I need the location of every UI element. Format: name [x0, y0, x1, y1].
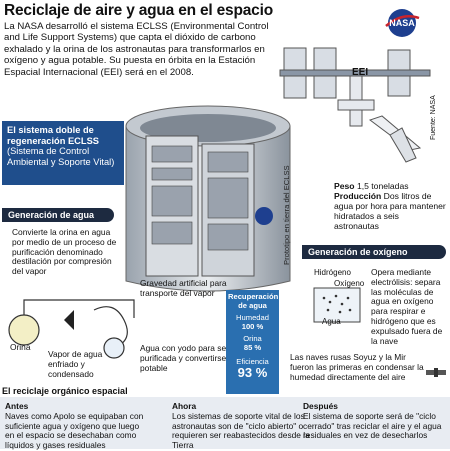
artificial-gravity-label: Gravedad artificial para transporte del …	[140, 278, 227, 298]
electrolysis-text: Opera mediante electrólisis: separa las …	[371, 267, 443, 346]
prototype-caption: Prototipo en tierra del ECLSS	[282, 165, 291, 265]
iodine-water-label: Agua con yodo para ser purificada y conv…	[140, 343, 238, 373]
organic-recycling-panel	[0, 397, 450, 449]
nasa-logo-text: NASA	[389, 18, 415, 28]
eclss-module-illustration	[125, 105, 291, 292]
electrolysis-water-label: Agua	[322, 317, 341, 326]
oxygen-label: Oxígeno	[334, 279, 365, 288]
urine-recovery-value: 85 %	[243, 343, 262, 352]
vapor-label: Vapor de agua enfriado y condensado	[48, 349, 103, 379]
satellite-icon	[426, 368, 446, 377]
before-text: Naves como Apolo se equipaban con sufici…	[5, 410, 144, 451]
russian-ships-text: Las naves rusas Soyuz y la Mir fueron la…	[290, 352, 424, 382]
eclss-info-box: El sistema doble de regeneración ECLSS (…	[2, 121, 124, 185]
efficiency-value: 93 %	[237, 365, 268, 380]
humidity-label: Humedad	[236, 313, 269, 322]
space-station-illustration	[279, 47, 431, 163]
specs-box: Peso 1,5 toneladas Producción Dos litros…	[334, 181, 446, 231]
water-generation-header: Generación de agua	[2, 208, 114, 222]
eclss-title: El sistema doble de regeneración ECLSS	[7, 125, 99, 146]
before-heading: Antes	[5, 401, 29, 411]
recovery-title: Recuperación de agua	[228, 292, 279, 310]
now-column: Ahora Los sistemas de soporte vital de l…	[172, 401, 312, 451]
humidity-value: 100 %	[241, 322, 264, 331]
now-heading: Ahora	[172, 401, 197, 411]
urine-recovery-label: Orina	[243, 334, 262, 343]
organic-recycling-header: El reciclaje orgánico espacial	[2, 386, 128, 396]
water-recovery-box: Recuperación de agua Humedad 100 % Orina…	[226, 290, 279, 394]
after-text: El sistema de soporte será de "ciclo cer…	[303, 410, 442, 441]
efficiency-label: Eficiencia	[236, 357, 269, 366]
nasa-logo: NASA	[385, 9, 420, 37]
weight-value: 1,5 toneladas	[356, 181, 409, 191]
electrolysis-illustration	[313, 287, 361, 323]
oxygen-generation-header: Generación de oxígeno	[302, 245, 446, 259]
after-heading: Después	[303, 401, 338, 411]
page-title: Reciclaje de aire y agua en el espacio	[4, 2, 273, 19]
intro-paragraph: La NASA desarrolló el sistema ECLSS (Env…	[4, 21, 269, 78]
urine-label: Orina	[10, 342, 31, 352]
production-label: Producción	[334, 191, 382, 201]
eei-label: EEI	[352, 67, 369, 78]
weight-label: Peso	[334, 181, 355, 191]
production-value: Dos litros de agua por hora para mantene…	[334, 191, 446, 231]
water-generation-text: Convierte la orina en agua por medio de …	[12, 227, 117, 277]
now-text: Los sistemas de soporte vital de los ast…	[172, 410, 310, 451]
source-credit: Fuente: NASA	[430, 95, 437, 140]
eclss-subtitle: (Sistema de Control Ambiental y Soporte …	[7, 146, 115, 167]
after-column: Después El sistema de soporte será de "c…	[303, 401, 443, 441]
before-column: Antes Naves como Apolo se equipaban con …	[5, 401, 145, 451]
hydrogen-label: Hidrógeno	[314, 268, 351, 277]
distillation-illustration	[8, 299, 135, 359]
